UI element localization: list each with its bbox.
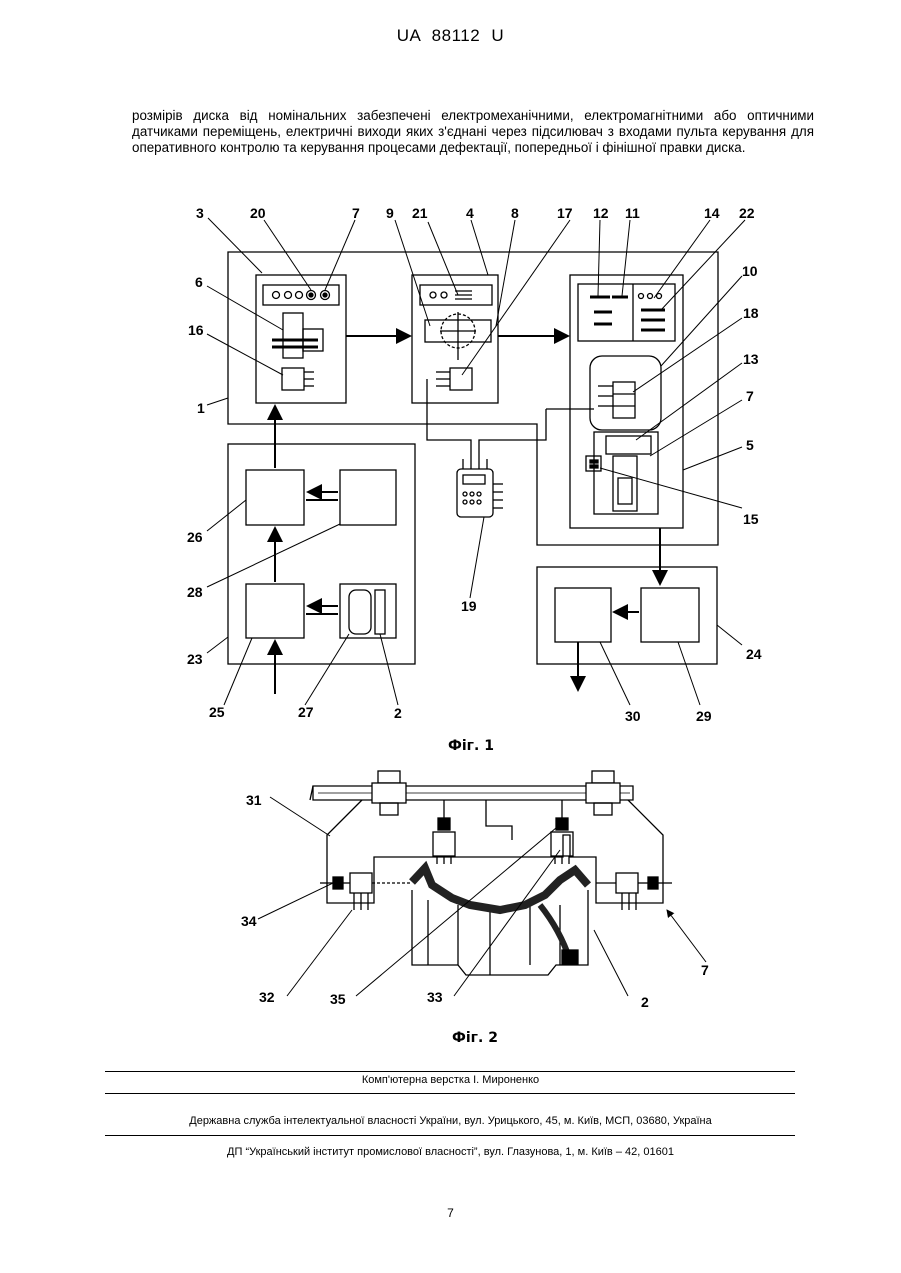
unit-30 — [555, 588, 611, 642]
label-35: 35 — [330, 991, 346, 1007]
page-number: 7 — [0, 1206, 901, 1220]
figure-2 — [258, 771, 706, 996]
label-19: 19 — [461, 598, 477, 614]
figure-1 — [207, 218, 745, 705]
label-31: 31 — [246, 792, 262, 808]
label-22: 22 — [739, 205, 755, 221]
label-18: 18 — [743, 305, 759, 321]
label-1: 1 — [197, 400, 205, 416]
label-8: 8 — [511, 205, 519, 221]
label-12: 12 — [593, 205, 609, 221]
figure-2-caption: Фіг. 2 — [452, 1030, 498, 1046]
unit-28 — [340, 470, 396, 525]
label-14: 14 — [704, 205, 720, 221]
label-17: 17 — [557, 205, 573, 221]
enclosure-23 — [228, 444, 415, 664]
label-27: 27 — [298, 704, 314, 720]
label-21: 21 — [412, 205, 428, 221]
label-32: 32 — [259, 989, 275, 1005]
footer-rule-1 — [105, 1071, 795, 1072]
agency-address: Державна служба інтелектуальної власност… — [0, 1115, 901, 1127]
label-6: 6 — [195, 274, 203, 290]
institute-address: ДП “Український інститут промислової вла… — [0, 1146, 901, 1158]
label-7b: 7 — [746, 388, 754, 404]
label-7-fig2: 7 — [701, 962, 709, 978]
label-20: 20 — [250, 205, 266, 221]
label-24: 24 — [746, 646, 762, 662]
label-5: 5 — [746, 437, 754, 453]
unit-26 — [246, 470, 304, 525]
footer-rule-3 — [105, 1135, 795, 1136]
unit-29 — [641, 588, 699, 642]
label-2: 2 — [394, 705, 402, 721]
unit-5 — [570, 275, 683, 528]
figure-1-labels: 3 20 7 9 21 4 8 17 12 11 14 22 10 6 18 1… — [187, 205, 762, 724]
figure-2-labels: 31 34 7 32 35 33 2 — [241, 792, 709, 1010]
unit-25 — [246, 584, 304, 638]
label-30: 30 — [625, 708, 641, 724]
label-33: 33 — [427, 989, 443, 1005]
label-15: 15 — [743, 511, 759, 527]
label-28: 28 — [187, 584, 203, 600]
label-34: 34 — [241, 913, 257, 929]
label-10: 10 — [742, 263, 758, 279]
label-23: 23 — [187, 651, 203, 667]
label-9: 9 — [386, 205, 394, 221]
enclosure-24 — [537, 567, 717, 664]
label-13: 13 — [743, 351, 759, 367]
footer-rule-2 — [105, 1093, 795, 1094]
figure-1-caption: Фіг. 1 — [448, 738, 494, 754]
label-7: 7 — [352, 205, 360, 221]
label-2-fig2: 2 — [641, 994, 649, 1010]
label-3: 3 — [196, 205, 204, 221]
label-16: 16 — [188, 322, 204, 338]
label-26: 26 — [187, 529, 203, 545]
label-11: 11 — [625, 205, 640, 221]
layout-credit: Комп'ютерна верстка І. Мироненко — [0, 1074, 901, 1086]
label-25: 25 — [209, 704, 225, 720]
label-4: 4 — [466, 205, 474, 221]
label-29: 29 — [696, 708, 712, 724]
